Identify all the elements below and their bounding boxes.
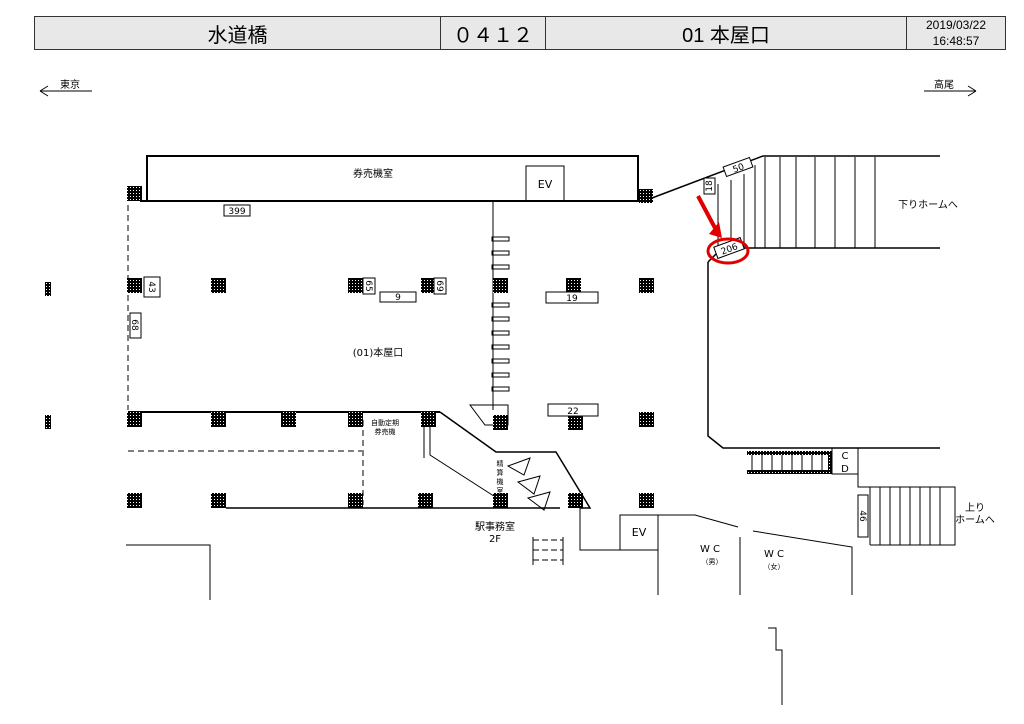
fare-label-1: 精 xyxy=(497,459,504,468)
down-platform-label: 下りホームへ xyxy=(898,199,958,211)
station-name: 水道橋 xyxy=(35,17,441,49)
highlight-circle xyxy=(706,237,750,265)
time: 16:48:57 xyxy=(932,34,980,48)
sign-65: 65 xyxy=(363,280,373,291)
up-platform-label-2: ホームへ xyxy=(955,514,995,526)
sign-399: 399 xyxy=(228,207,245,217)
sign-9: 9 xyxy=(395,293,401,303)
arrow-right-icon xyxy=(924,85,977,97)
office-floor-label: 2F xyxy=(489,534,501,545)
wc-women-sub: （女） xyxy=(764,562,785,571)
auto-ticket-label-2: 券売機 xyxy=(375,427,396,436)
fare-label-3: 機 xyxy=(497,477,504,486)
highlight-arrow-icon xyxy=(696,195,717,229)
direction-left: 東京 xyxy=(60,78,80,91)
station-code: ０４１２ xyxy=(441,17,546,49)
up-platform-label: 上り xyxy=(965,502,985,514)
exit-name: 01 本屋口 xyxy=(546,17,907,49)
date: 2019/03/22 xyxy=(925,18,987,32)
sign-43: 43 xyxy=(146,281,156,292)
sign-50: 50 xyxy=(732,162,746,175)
sign-69: 69 xyxy=(434,280,444,292)
direction-right: 高尾 xyxy=(934,78,954,91)
fare-label-4: 室 xyxy=(497,486,504,495)
sign-68: 68 xyxy=(129,319,139,331)
sign-46: 46 xyxy=(857,510,867,522)
auto-ticket-label: 自動定期 xyxy=(371,418,399,427)
ticket-room-label: 券売機室 xyxy=(353,167,393,180)
sign-18: 18 xyxy=(705,180,715,192)
ev-label-2: EV xyxy=(632,526,647,539)
sign-22: 22 xyxy=(567,407,578,417)
wc-men-label: W C xyxy=(700,544,720,555)
wc-women-label: W C xyxy=(764,549,784,560)
cd-label-c: C xyxy=(842,451,849,462)
sign-19: 19 xyxy=(566,294,578,304)
ev-label: EV xyxy=(538,178,553,191)
pillars xyxy=(45,186,654,508)
header-bar: 水道橋 ０４１２ 01 本屋口 2019/03/22 16:48:57 xyxy=(34,16,1006,50)
arrow-left-icon xyxy=(39,85,92,97)
exit-label: (01)本屋口 xyxy=(353,346,404,359)
fare-label-2: 算 xyxy=(497,468,504,477)
cd-label-d: D xyxy=(841,464,849,475)
wc-men-sub: （男） xyxy=(702,558,723,566)
timestamp: 2019/03/22 16:48:57 xyxy=(907,17,1005,49)
office-label: 駅事務室 xyxy=(475,520,515,533)
